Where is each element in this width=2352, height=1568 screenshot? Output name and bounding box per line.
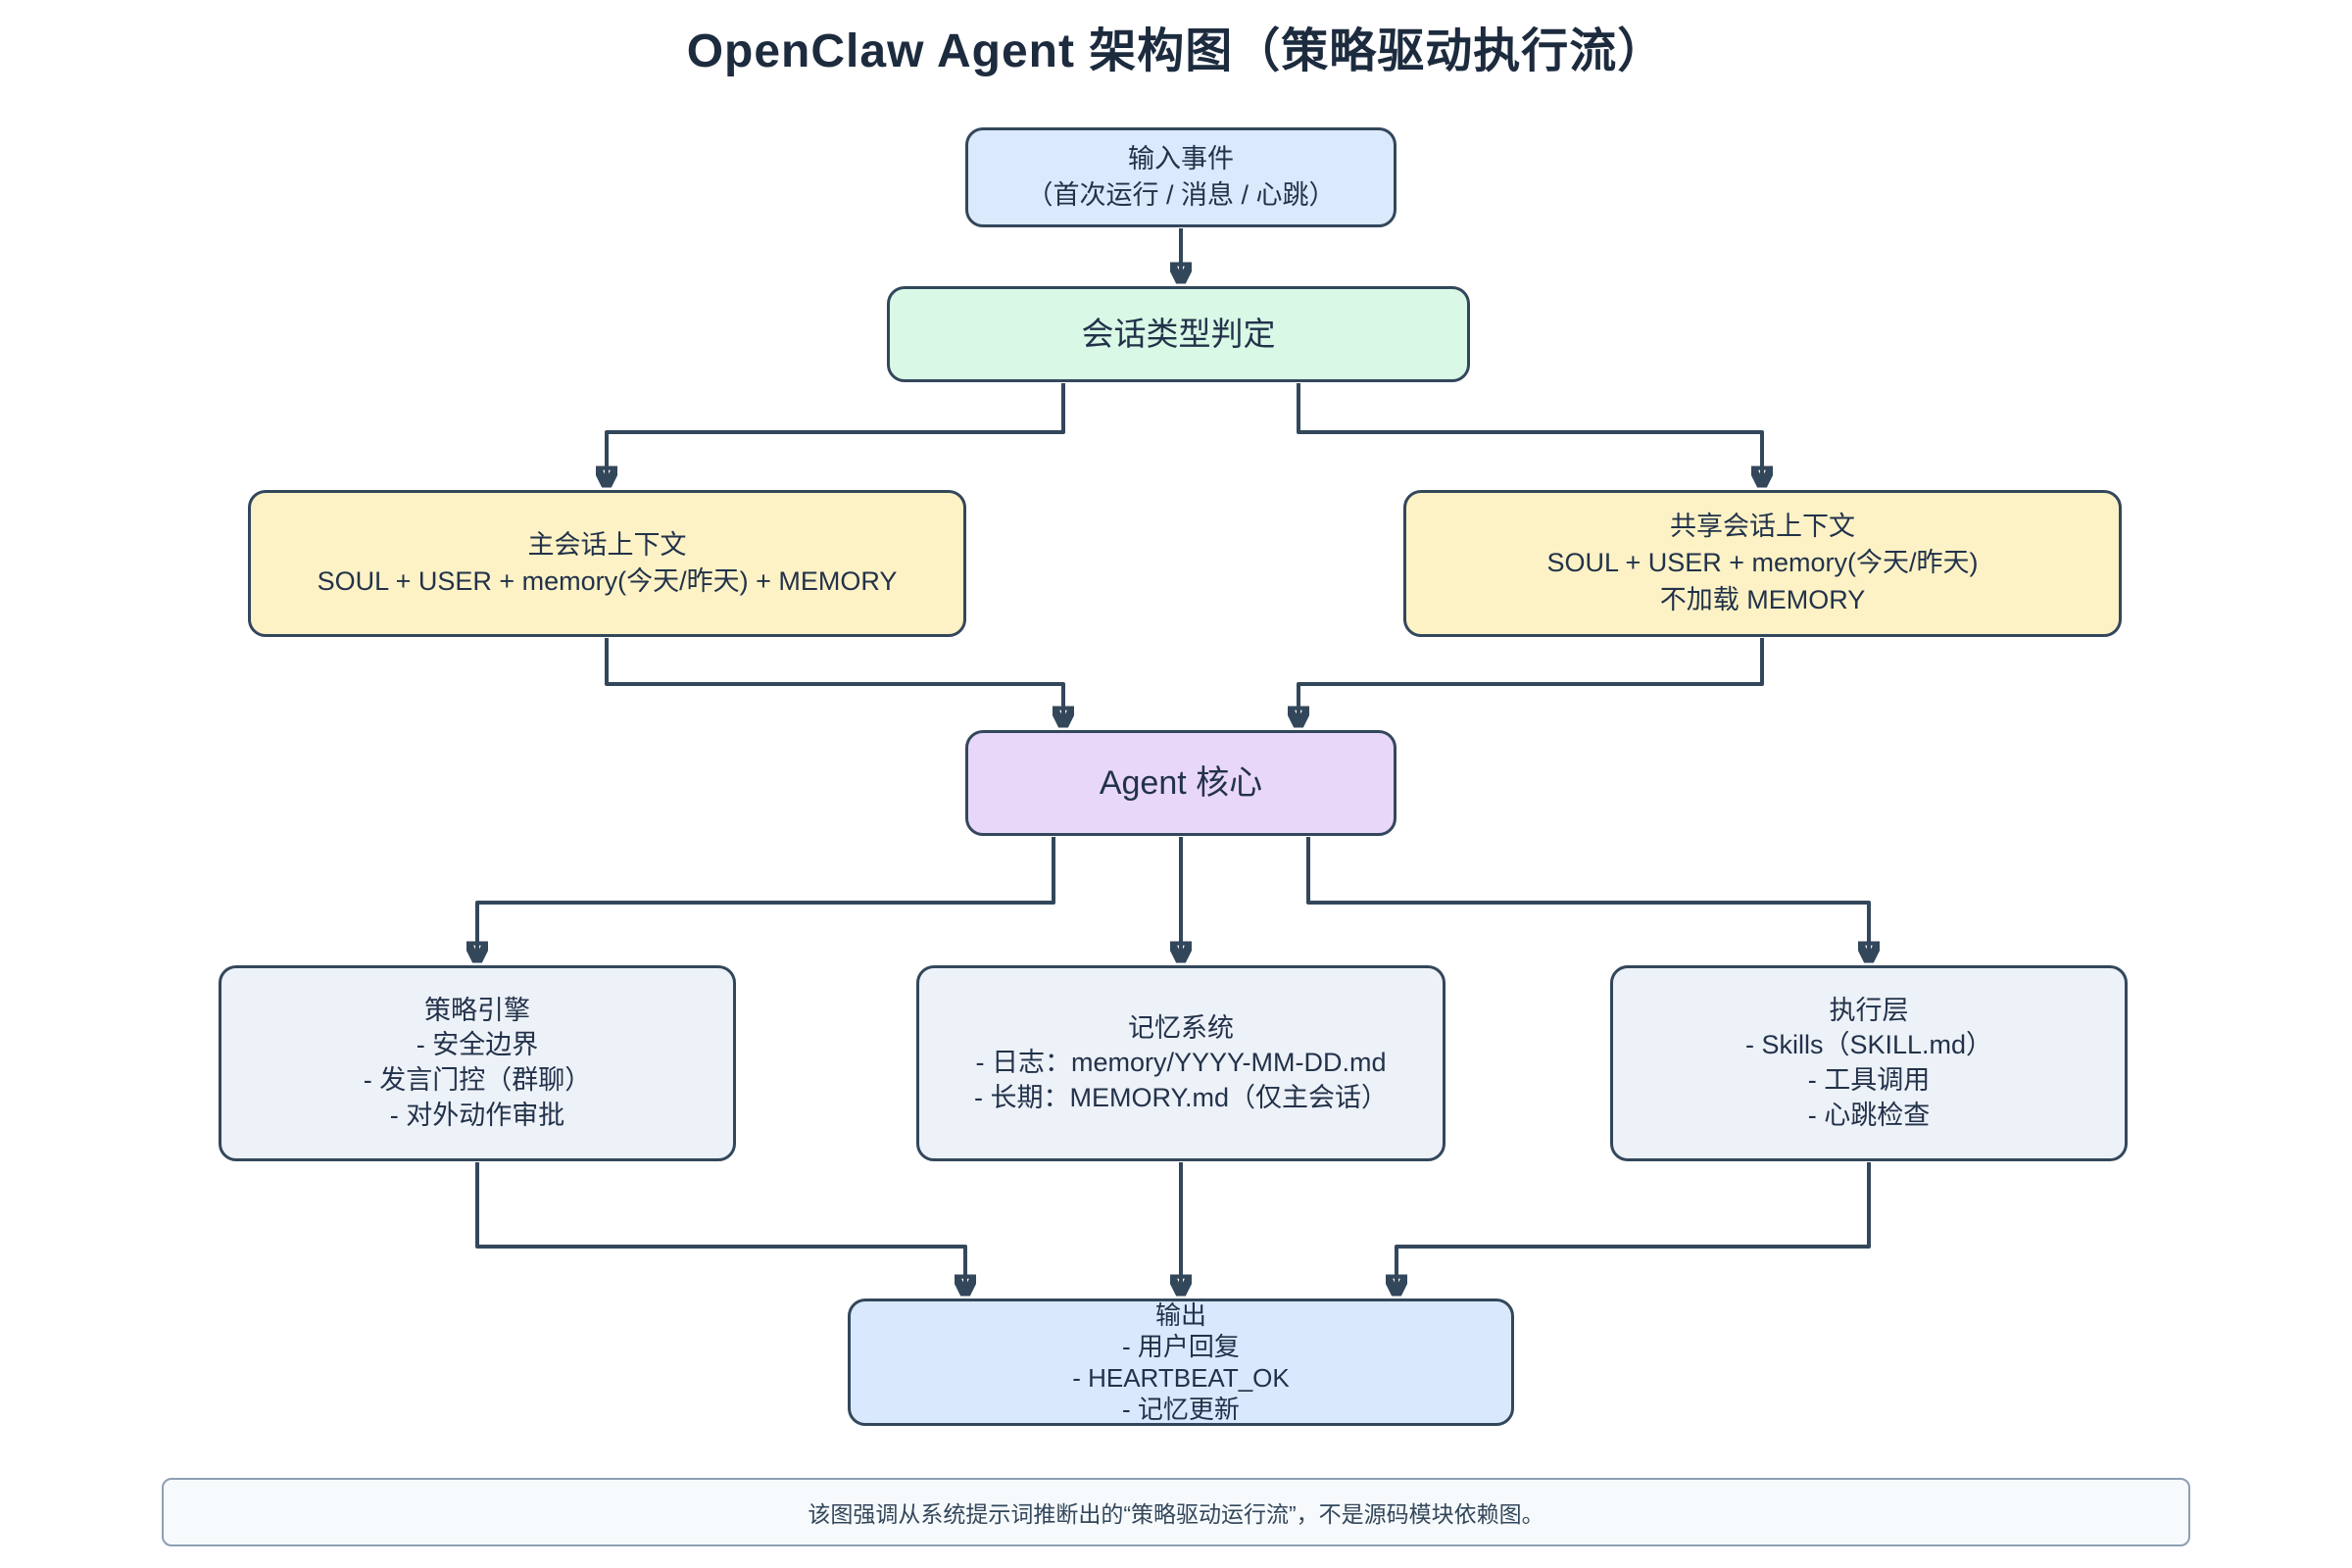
node-line: 记忆系统 — [1128, 1012, 1234, 1043]
node-line: - HEARTBEAT_OK — [1072, 1363, 1290, 1393]
node-line: - 日志：memory/YYYY-MM-DD.md — [975, 1048, 1387, 1078]
node-line: - 工具调用 — [1807, 1065, 1931, 1095]
node-line: 不加载 MEMORY — [1659, 584, 1866, 614]
node-line: 共享会话上下文 — [1670, 512, 1855, 542]
edge-exec-to-output — [1396, 1162, 1871, 1293]
node-line: - 记忆更新 — [1122, 1395, 1240, 1425]
node-line: 会话类型判定 — [1081, 316, 1276, 353]
node-memory-system: 记忆系统 - 日志：memory/YYYY-MM-DD.md - 长期：MEMO… — [916, 965, 1446, 1161]
node-line: 执行层 — [1829, 995, 1909, 1025]
edge-core-to-policy — [477, 837, 1055, 959]
node-shared-session-context: 共享会话上下文 SOUL + USER + memory(今天/昨天) 不加载 … — [1403, 490, 2122, 637]
node-line: 输入事件 — [1128, 143, 1234, 173]
node-line: - Skills（SKILL.md） — [1744, 1030, 1993, 1060]
node-input-event: 输入事件 （首次运行 / 消息 / 心跳） — [965, 127, 1396, 227]
footnote-text: 该图强调从系统提示词推断出的“策略驱动运行流”，不是源码模块依赖图。 — [808, 1501, 1544, 1527]
edge-mainctx-to-core — [605, 638, 1063, 724]
node-line: - 用户回复 — [1122, 1331, 1240, 1361]
edge-core-to-exec — [1306, 837, 1869, 959]
node-line: 策略引擎 — [424, 995, 530, 1025]
node-main-session-context: 主会话上下文 SOUL + USER + memory(今天/昨天) + MEM… — [248, 490, 966, 637]
edge-policy-to-output — [475, 1162, 965, 1293]
edge-sharectx-to-core — [1298, 638, 1764, 724]
node-policy-engine: 策略引擎 - 安全边界 - 发言门控（群聊） - 对外动作审批 — [219, 965, 736, 1161]
node-line: - 长期：MEMORY.md（仅主会话） — [973, 1082, 1389, 1112]
node-session-type-decision: 会话类型判定 — [887, 286, 1470, 382]
node-line: - 心跳检查 — [1807, 1100, 1931, 1130]
node-line: SOUL + USER + memory(今天/昨天) — [1546, 548, 1979, 578]
node-line: - 安全边界 — [416, 1030, 539, 1060]
diagram-footnote: 该图强调从系统提示词推断出的“策略驱动运行流”，不是源码模块依赖图。 — [162, 1478, 2190, 1546]
node-line: Agent 核心 — [1099, 763, 1263, 802]
node-line: （首次运行 / 消息 / 心跳） — [1026, 180, 1336, 210]
edge-session-to-mainctx — [607, 383, 1065, 484]
diagram-title: OpenClaw Agent 架构图（策略驱动执行流） — [686, 25, 1666, 77]
edge-session-to-sharectx — [1297, 383, 1762, 484]
node-line: 主会话上下文 — [527, 529, 687, 560]
node-agent-core: Agent 核心 — [965, 730, 1396, 836]
node-execution-layer: 执行层 - Skills（SKILL.md） - 工具调用 - 心跳检查 — [1610, 965, 2128, 1161]
node-output: 输出 - 用户回复 - HEARTBEAT_OK - 记忆更新 — [848, 1298, 1514, 1426]
node-line: - 对外动作审批 — [389, 1100, 565, 1130]
node-line: 输出 — [1154, 1299, 1206, 1330]
node-line: SOUL + USER + memory(今天/昨天) + MEMORY — [317, 566, 898, 596]
node-line: - 发言门控（群聊） — [363, 1065, 592, 1095]
